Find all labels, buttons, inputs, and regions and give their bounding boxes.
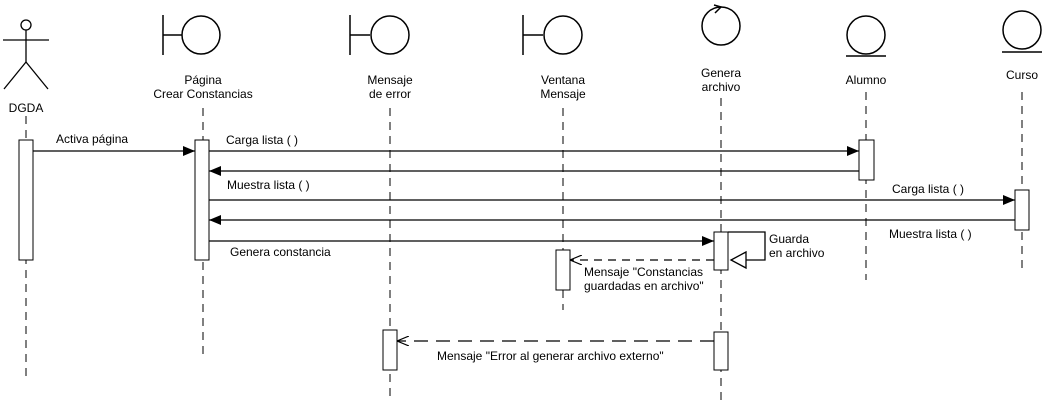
message-label-muestra1: Muestra lista ( ) xyxy=(227,178,310,192)
open-arrowhead-guarda xyxy=(729,250,747,270)
participant-label-curso: Curso xyxy=(1005,68,1039,82)
message-label-guarda: Guarda en archivo xyxy=(769,232,825,260)
message-label-muestra2: Muestra lista ( ) xyxy=(889,227,972,241)
boundary-icon-pagina xyxy=(162,15,221,55)
entity-icon-curso xyxy=(1002,10,1042,53)
participant-label-dgda: DGDA xyxy=(8,101,44,115)
activation-genera-1 xyxy=(713,231,729,271)
message-label-carga1: Carga lista ( ) xyxy=(226,133,299,147)
entity-icon-alumno xyxy=(846,15,886,57)
message-label-genera: Genera constancia xyxy=(230,245,331,259)
boundary-icon-ventana xyxy=(522,15,583,55)
message-label-msg-ok: Mensaje "Constancias guardadas en archiv… xyxy=(584,265,704,293)
control-icon-genera xyxy=(701,4,741,46)
participant-label-error: Mensaje de error xyxy=(367,73,413,101)
activation-alumno xyxy=(858,139,875,181)
message-arrow-guarda xyxy=(728,231,766,261)
message-label-activa: Activa página xyxy=(56,132,129,146)
activation-pagina xyxy=(194,139,210,261)
boundary-icon-error xyxy=(349,15,410,55)
activation-curso xyxy=(1014,189,1030,231)
activation-ventana xyxy=(555,249,571,291)
activation-error xyxy=(382,329,398,371)
participant-label-alumno: Alumno xyxy=(845,73,887,87)
activation-genera-2 xyxy=(713,331,729,371)
participant-label-pagina: Página Crear Constancias xyxy=(153,73,253,101)
activation-dgda xyxy=(18,139,34,261)
message-label-carga2: Carga lista ( ) xyxy=(892,182,965,196)
participant-label-ventana: Ventana Mensaje xyxy=(540,73,586,101)
actor-figure xyxy=(3,19,49,90)
participant-label-genera: Genera archivo xyxy=(700,66,742,94)
message-label-msg-err: Mensaje "Error al generar archivo extern… xyxy=(437,349,664,363)
